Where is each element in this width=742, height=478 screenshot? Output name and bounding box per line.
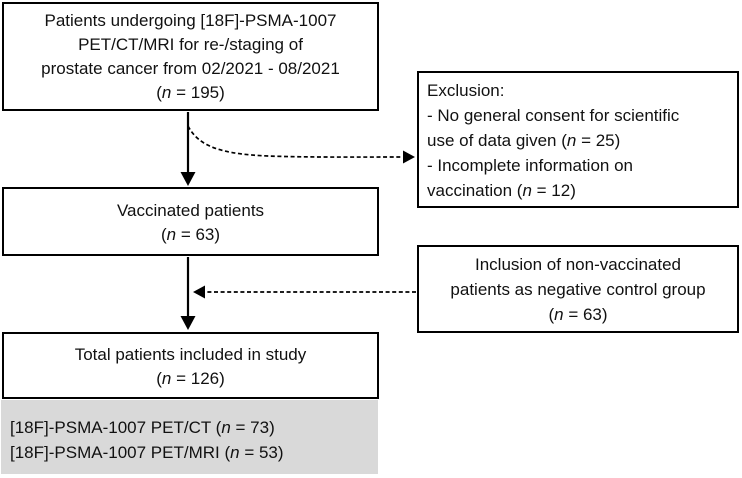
flow-box-imaging-modalities: [18F]-PSMA-1007 PET/CT (n = 73)[18F]-PSM… — [1, 400, 378, 474]
flow-box-total-included: Total patients included in study(n = 126… — [2, 332, 379, 399]
flow-box-exclusion-criteria: Exclusion:- No general consent for scien… — [417, 71, 739, 208]
arrow-dashed-to-exclusion — [187, 125, 415, 164]
flow-box-vaccinated-patients: Vaccinated patients(n = 63) — [2, 187, 379, 256]
arrow-dashed-from-inclusion — [193, 285, 416, 299]
arrow-source-to-vaccinated — [180, 112, 196, 186]
arrow-vaccinated-to-total — [180, 257, 196, 330]
